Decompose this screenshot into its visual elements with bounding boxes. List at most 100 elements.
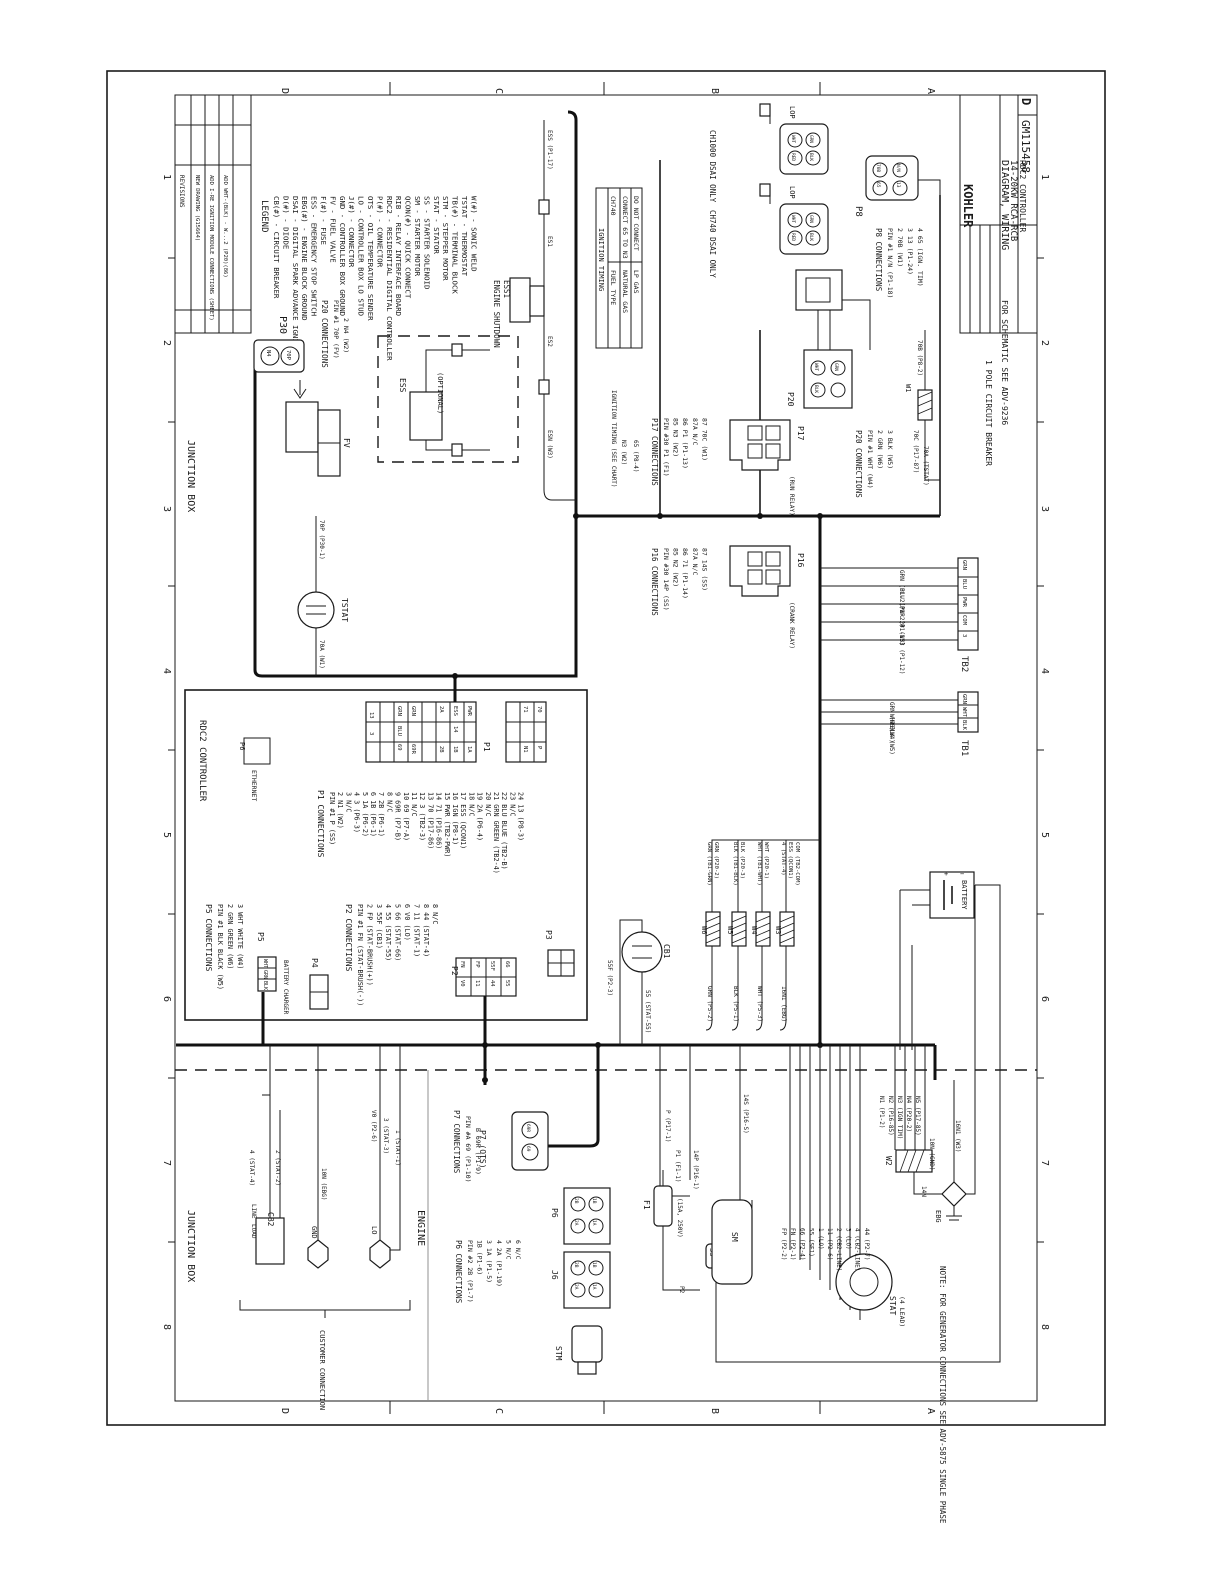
ign-row-3-b: DO NOT CONNECT	[632, 196, 640, 251]
stepper-motor[interactable]	[571, 1325, 603, 1375]
cb1-label: CB1	[662, 944, 671, 959]
starter-motor[interactable]	[711, 1199, 753, 1285]
border-ticks	[168, 82, 1044, 1414]
p3-connector[interactable]	[547, 949, 575, 977]
legend-item: CB(#) - CIRCUIT BREAKER	[272, 196, 281, 299]
p30-pin-n4: N4	[265, 350, 271, 357]
col-number-7-left: 7	[161, 1160, 172, 1166]
ethernet-port[interactable]	[243, 737, 271, 765]
p1-pin-71: 71	[522, 706, 528, 713]
title-note-breaker: 1 POLE CIRCUIT BREAKER	[984, 360, 993, 466]
p16-relay[interactable]	[729, 545, 791, 597]
w4-hatch	[755, 915, 771, 923]
stat-sub-label: (4 LEAD)	[898, 1296, 906, 1327]
p1-connections-title: P1 CONNECTIONS	[316, 790, 325, 858]
wire-label-es1: ES1	[546, 236, 553, 247]
w6-hatch	[705, 915, 721, 923]
w1-wire-70a: 70A (TSTAT)	[922, 446, 929, 486]
w3-label: W3	[774, 926, 782, 934]
stator[interactable]	[835, 1253, 893, 1311]
j6-pin-2a: 2A	[573, 1284, 579, 1290]
p1-connection-row: 14 71 (P16-86)	[435, 792, 443, 849]
w4-hatch	[755, 936, 771, 944]
w2-wire-label: N1 (P1-2)	[878, 1096, 885, 1129]
drawing-size: D	[1019, 98, 1033, 105]
ch740-pin-wht: WHT	[790, 215, 796, 223]
p2-pin-v0: V0	[459, 980, 465, 987]
ebg-ground[interactable]	[941, 1181, 967, 1221]
wire-label-cb2-4: 4 (STAT-4)	[248, 1150, 255, 1186]
col-number-2-left: 2	[161, 340, 172, 346]
p30-connector[interactable]: N4 70P	[253, 339, 305, 373]
cb1-wires	[619, 919, 643, 1045]
w1-wire-70c: 70C (P17-87)	[912, 430, 919, 473]
p6-engine-connector[interactable]: 2B 1B 2A 1A	[563, 1187, 611, 1245]
p17-connections-rows: PIN #30 P1 (F1)85 N3 (W2)86 P1 (P1-13)87…	[662, 418, 708, 477]
p5-connector[interactable]	[257, 956, 277, 992]
col-number-5-left: 5	[161, 832, 172, 838]
p1-connection-row: 6 1B (P6-1)	[369, 792, 377, 837]
p2-connector[interactable]: V0 FN 11 FP 44 55F 55 66	[455, 957, 517, 997]
p1-pin-p: P	[536, 746, 542, 750]
cb2-breaker[interactable]	[255, 1217, 285, 1265]
battery[interactable]	[929, 871, 975, 919]
p20-top-row-2: 2 N4 (W2)	[342, 318, 350, 353]
p20-connector[interactable]: WHT GRN BLK	[803, 349, 853, 409]
w3-wire	[779, 839, 820, 1031]
lo-terminal[interactable]	[369, 1239, 391, 1269]
p5-connections-title: P5 CONNECTIONS	[204, 904, 213, 972]
j6-connector[interactable]: 2B 1B 2A 1A	[563, 1251, 611, 1309]
p17-relay[interactable]	[729, 419, 791, 471]
tb2-terminal-block[interactable]: 3 COM PWR BLU GRN	[957, 557, 979, 651]
tb2-grn: GRN	[961, 560, 967, 570]
p2-connection-row: 5 66 (STAT-66)	[394, 904, 402, 961]
ign-row-2-a: NATURAL GAS	[621, 270, 629, 313]
p2-pin-fp: FP	[474, 961, 480, 968]
w5-hatch	[731, 922, 747, 930]
wire-label-p2: P2	[678, 1286, 685, 1294]
ch740-lop-connector[interactable]: WHT GRN RED BLK	[779, 203, 829, 255]
p5-connection-row: 2 GRN GREEN (W6)	[226, 904, 234, 969]
title-line-3: RDC2 CONTROLLER	[1018, 160, 1027, 232]
tb1-terminal-block[interactable]: BLK WHT GRN	[957, 691, 979, 733]
p6-pin-2b: 2B	[573, 1198, 579, 1204]
ess-label: ESS	[398, 378, 407, 393]
legend-item: D(#) - DIODE	[281, 196, 290, 249]
col-number-1-right: 1	[1039, 174, 1050, 180]
tstat[interactable]	[297, 591, 335, 629]
tb2-pwr: PWR	[961, 597, 967, 608]
ch1000-lop-connector[interactable]: WHT GRN RED BLK	[779, 123, 829, 175]
p8-label: P8	[853, 206, 863, 217]
p8-connector[interactable]: 70B N/N 65 13	[865, 155, 919, 201]
col-number-3-right: 3	[1039, 506, 1050, 512]
p1-connection-row: 9 69R (P7-B)	[394, 792, 402, 841]
p17-sub-label: (RUN RELAY)	[788, 476, 795, 516]
fuel-valve[interactable]	[285, 401, 341, 477]
revision-row-1: NEW DRAWING (G15664)	[194, 175, 200, 241]
ch1000-pin-wht: WHT	[790, 135, 796, 143]
stator-wire-label: 55 (SF1)	[808, 1228, 815, 1257]
ess-internal-wires	[425, 343, 490, 457]
gnd-terminal[interactable]	[307, 1239, 329, 1269]
p16-connection-row: 86 71 (P1-14)	[681, 548, 689, 599]
p17-connections-title: P17 CONNECTIONS	[650, 418, 659, 486]
legend-item: W(#) - SONIC WELD	[469, 196, 478, 272]
f1-fuse[interactable]	[653, 1170, 673, 1240]
p6-connection-row: 6 N/C	[514, 1240, 522, 1260]
p7-ots[interactable]: 69R 69	[511, 1111, 549, 1171]
legend-item: TSTAT - THERMOSTAT	[460, 196, 469, 277]
p6-connections-rows: PIN #2 2B (P1-7)1B (P1-6)3 1A (P1-5)4 2A…	[466, 1240, 522, 1303]
legend-item: LO - CONTROLLER BOX LO STUD	[357, 196, 366, 316]
ignition-timing-note: IGNITION TIMING (SEE CHART)	[610, 390, 617, 488]
p1-pin-3: 3	[368, 732, 374, 735]
w1-label: W1	[904, 384, 912, 392]
cb1-breaker[interactable]	[621, 931, 663, 973]
legend-item: SM - STARTER MOTOR	[413, 196, 422, 277]
p20-pin-wht: WHT	[813, 363, 819, 371]
col-number-4-left: 4	[161, 668, 172, 674]
ess1-switch[interactable]	[509, 277, 545, 323]
stator-wire-label: FP (P2-2)	[780, 1228, 787, 1261]
p6-connection-row: 3 1A (P1-5)	[485, 1240, 493, 1283]
legend-item: FV - FUEL VALVE	[328, 196, 337, 263]
